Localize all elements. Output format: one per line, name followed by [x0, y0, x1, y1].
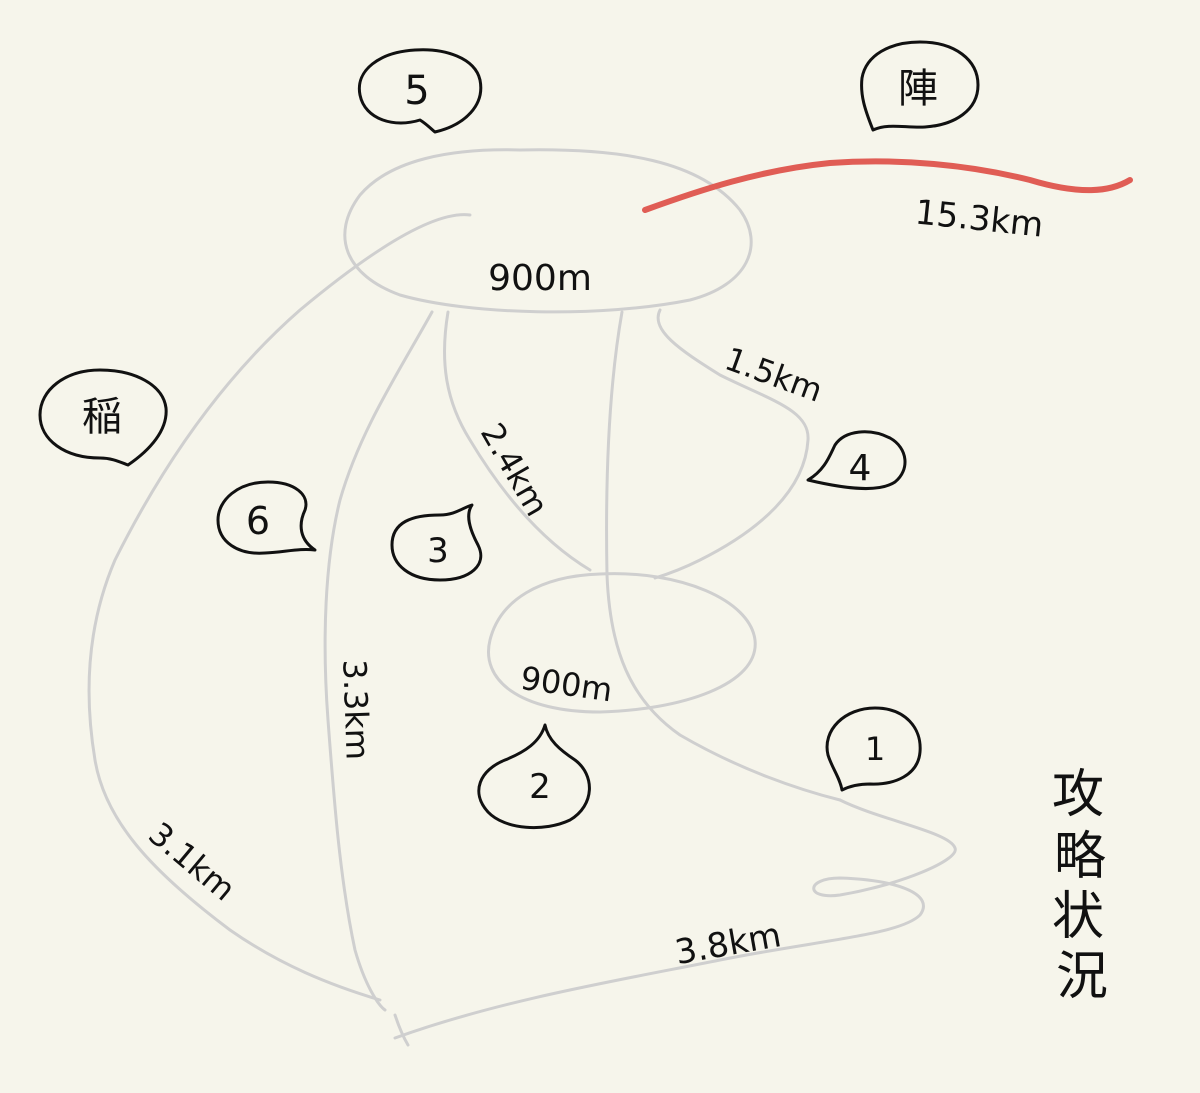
marker-ine[interactable]: 稲: [38, 368, 168, 467]
marker-6-label: 6: [246, 499, 270, 543]
marker-1-label: 1: [865, 730, 885, 768]
route-center: [605, 310, 842, 802]
marker-2[interactable]: 2: [477, 723, 591, 830]
title-vertical: 攻 略 状 況: [1052, 765, 1108, 1007]
marker-jin[interactable]: 陣: [860, 40, 980, 132]
bottom-loop: [487, 572, 757, 714]
label-bottom: 3.8km: [672, 915, 784, 973]
marker-2-label: 2: [529, 767, 551, 807]
marker-ine-label: 稲: [82, 394, 122, 440]
marker-3-label: 3: [427, 531, 449, 571]
routes: [87, 148, 957, 1047]
title-char-4: 況: [1056, 947, 1108, 1007]
marker-5[interactable]: 5: [357, 48, 483, 134]
marker-4-label: 4: [849, 448, 872, 489]
marker-1[interactable]: 1: [825, 706, 922, 792]
label-left-inner: 3.3km: [335, 659, 376, 761]
title-char-1: 攻: [1052, 765, 1104, 825]
label-mid-left: 2.4km: [473, 416, 556, 522]
marker-6[interactable]: 6: [216, 480, 317, 555]
route-bottom: [393, 798, 957, 1047]
front-line: [642, 158, 1133, 213]
label-front: 15.3km: [913, 192, 1045, 245]
route-right: [653, 308, 810, 580]
marker-4[interactable]: 4: [806, 430, 907, 490]
route-mid: [443, 310, 592, 572]
label-left-outer: 3.1km: [141, 815, 242, 909]
label-top-loop: 900m: [488, 258, 592, 299]
title-char-3: 状: [1052, 887, 1104, 947]
marker-3[interactable]: 3: [390, 503, 483, 582]
distance-labels: 900m 900m 1.5km 2.4km 3.3km 3.1km 3.8km …: [141, 192, 1045, 973]
marker-jin-label: 陣: [898, 66, 938, 112]
title-char-2: 略: [1054, 827, 1106, 887]
marker-5-label: 5: [404, 68, 429, 114]
markers: 5 陣 稲 6 3 4 2: [38, 40, 980, 830]
route-inner-left: [323, 310, 434, 1012]
route-outer-left: [87, 213, 472, 1002]
